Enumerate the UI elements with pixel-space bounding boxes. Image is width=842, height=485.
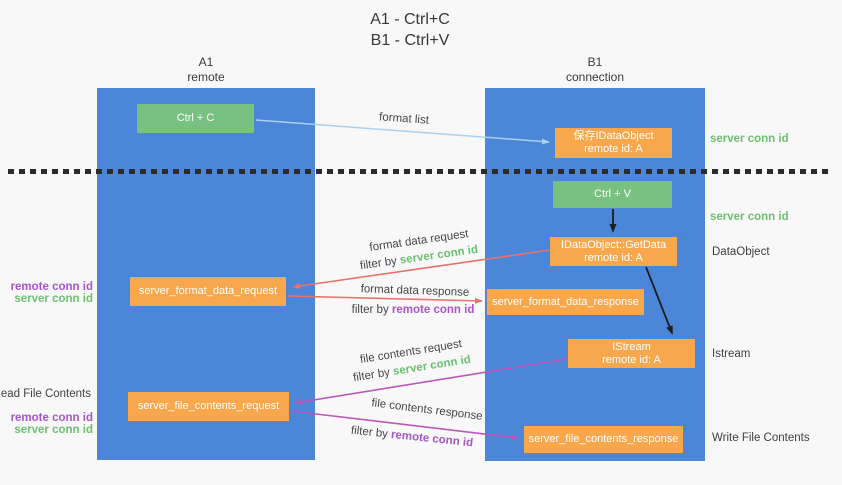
node-idataobject-getdata: IDataObject::GetData remote id: A — [550, 237, 677, 266]
filter-prefix: filter by — [352, 366, 391, 385]
lifeline-b1-subtitle: connection — [565, 70, 625, 84]
node-ctrl-c: Ctrl + C — [137, 104, 254, 133]
node-server-format-data-request: server_format_data_request — [130, 277, 286, 306]
node-ctrl-v: Ctrl + V — [553, 181, 672, 208]
node-ctrl-v-label: Ctrl + V — [594, 188, 631, 200]
lifeline-a1-name: A1 — [198, 55, 214, 69]
node-server-format-data-response: server_format_data_response — [487, 289, 644, 315]
lifeline-header-b1: B1 connection — [485, 55, 705, 85]
left-label-remote-conn-id-top: remote conn id — [10, 281, 93, 293]
label-format-list: format list — [378, 111, 430, 127]
node-save-idataobject-line1: 保存IDataObject — [573, 130, 654, 142]
lifeline-b1-name: B1 — [587, 55, 603, 69]
label-file-contents-response-filter: filter by remote conn id — [350, 425, 473, 450]
node-server-file-contents-request-label: server_file_contents_request — [137, 400, 280, 412]
filter-prefix: filter by — [359, 255, 398, 273]
title-line-b1: B1 - Ctrl+V — [370, 32, 450, 49]
label-file-contents-response: file contents response — [370, 397, 484, 423]
node-save-idataobject: 保存IDataObject remote id: A — [555, 128, 672, 158]
lifeline-a1-subtitle: remote — [187, 70, 225, 84]
right-label-istream: Istream — [712, 348, 751, 360]
node-server-file-contents-response-label: server_file_contents_response — [528, 433, 679, 445]
left-label-server-conn-id-bottom: server conn id — [14, 424, 93, 436]
filter-key-remote-conn-id: remote conn id — [390, 428, 474, 450]
left-label-read-file-contents: Read File Contents — [0, 388, 91, 400]
session-separator-dotted-line — [8, 169, 828, 174]
node-getdata-line1: IDataObject::GetData — [560, 238, 667, 251]
diagram-title: A1 - Ctrl+C B1 - Ctrl+V — [310, 9, 510, 51]
node-istream-line2: remote id: A — [602, 353, 661, 366]
label-format-data-response: format data response — [360, 283, 470, 299]
node-istream-line1: IStream — [612, 340, 651, 353]
node-server-file-contents-request: server_file_contents_request — [128, 392, 289, 421]
filter-prefix: filter by — [351, 304, 389, 316]
right-label-dataobject: DataObject — [712, 246, 770, 258]
filter-prefix: filter by — [350, 424, 389, 441]
right-label-server-conn-id-mid: server conn id — [710, 211, 789, 223]
left-label-server-conn-id-top: server conn id — [14, 293, 93, 305]
right-label-write-file-contents: Write File Contents — [712, 432, 810, 444]
node-server-format-data-request-label: server_format_data_request — [138, 285, 278, 297]
lifeline-header-a1: A1 remote — [97, 55, 315, 85]
right-label-server-conn-id-top: server conn id — [710, 133, 789, 145]
node-getdata-line2: remote id: A — [584, 251, 643, 264]
left-label-remote-conn-id-bottom: remote conn id — [10, 412, 93, 424]
label-format-data-response-filter: filter by remote conn id — [352, 304, 475, 316]
node-ctrl-c-label: Ctrl + C — [176, 112, 215, 124]
title-line-a1: A1 - Ctrl+C — [370, 11, 450, 28]
node-server-format-data-response-label: server_format_data_response — [492, 295, 639, 308]
filter-key-remote-conn-id: remote conn id — [391, 304, 475, 316]
node-server-file-contents-response: server_file_contents_response — [524, 426, 683, 453]
node-save-idataobject-line2: remote id: A — [584, 143, 643, 155]
node-istream: IStream remote id: A — [568, 339, 695, 368]
